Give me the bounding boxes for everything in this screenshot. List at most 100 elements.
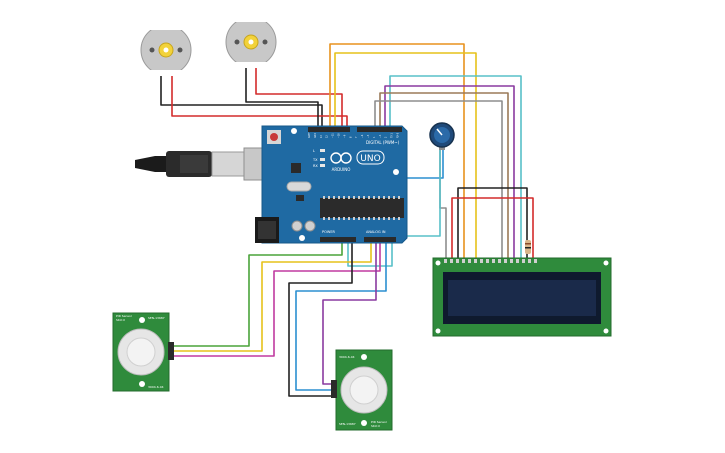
digital-header-right	[357, 127, 402, 132]
wire-yellow-lcd	[334, 52, 477, 259]
mount-hole	[393, 169, 399, 175]
pir-right-part: SEN-13687	[339, 422, 356, 426]
pir-left-wire-yellow	[173, 243, 372, 352]
pin-label-digital: RX 0	[397, 132, 400, 138]
led-l	[320, 149, 325, 152]
pin-label-digital: ~9	[343, 134, 346, 138]
reset-button-cap[interactable]	[270, 133, 278, 141]
usb-plug-metal	[211, 151, 245, 177]
regulator	[296, 195, 304, 201]
pir-left-wire-magenta	[173, 243, 381, 357]
motor2-shaft	[248, 39, 254, 45]
dc-motor-icon	[225, 16, 277, 68]
motor2-flat-bottom	[229, 62, 273, 68]
resistor-band	[525, 247, 531, 249]
pir-right-wire-blue	[295, 243, 387, 391]
pir-right-hole	[361, 420, 367, 426]
digital-header-label: DIGITAL (PWM~)	[366, 140, 400, 145]
power-jack-inner	[258, 221, 276, 239]
atmega-chip	[320, 198, 404, 218]
pir-left-hole	[139, 381, 145, 387]
arduino-logo	[330, 152, 352, 164]
pir-right-part2: 3904-6-04	[339, 355, 355, 359]
pir-left-connector	[168, 342, 174, 360]
motor1-flat-bottom	[144, 70, 188, 76]
usb-chip	[291, 163, 301, 173]
analog-header-label: ANALOG IN	[366, 230, 386, 234]
lcd-screen	[448, 280, 596, 316]
wire-black-lcd-gnd	[457, 187, 528, 259]
wire-orange-lcd	[329, 43, 465, 259]
led-tx-label: TX	[312, 158, 318, 162]
led-l-label: L	[313, 149, 315, 153]
pir-left-hole	[139, 317, 145, 323]
motor1-wire-red	[171, 74, 348, 126]
pir-right-hole	[361, 354, 367, 360]
wire-red-lcd-vcc	[451, 197, 534, 259]
pin-label-digital: AREF	[308, 132, 311, 138]
pin-label-digital: ~10	[338, 133, 341, 138]
pir-right-subtitle: SKU:X	[371, 424, 380, 428]
pin-label-digital: TX 1	[391, 132, 394, 138]
usb-cable-strain	[135, 156, 168, 172]
motor2-screw-left	[234, 39, 240, 45]
pin-label-digital: ~3	[379, 134, 382, 138]
power-header-label: POWER	[322, 230, 336, 234]
power-header	[320, 237, 356, 242]
lcd-mount-hole	[603, 260, 609, 266]
pir-right-title: PIR Sensor	[371, 420, 388, 424]
pir-left-part2: 3904-6-04	[148, 385, 164, 389]
pin-label-digital: 4	[373, 136, 376, 138]
resistor-band	[525, 243, 531, 245]
led-rx	[320, 164, 325, 167]
digital-header-left	[308, 127, 350, 132]
motor2-wire-red	[255, 62, 343, 126]
pir-left-wire-green	[173, 243, 343, 347]
lcd-mount-hole	[603, 328, 609, 334]
chip-pins	[323, 196, 400, 220]
arduino-uno-board: DIGITAL (PWM~) UNO ARDUINO TX RX L POWER	[255, 125, 408, 244]
pir-right-dome-inner	[349, 375, 379, 405]
lcd-display	[432, 240, 612, 337]
capacitor	[291, 220, 303, 232]
lcd-mount-hole	[435, 328, 441, 334]
pir-right-connector	[331, 380, 337, 398]
motor1-flat-top	[144, 24, 188, 30]
motor1-screw-left	[149, 47, 155, 53]
wire-purple-lcd	[384, 85, 515, 259]
pir-right-wire-purple	[322, 243, 377, 385]
motor2-screw-right	[262, 39, 268, 45]
pir-sensor-left: PIR Sensor SKU:X SEN-13687 3904-6-04	[112, 312, 174, 392]
mount-hole	[291, 128, 297, 134]
pir-right-wire-black	[288, 243, 353, 397]
pir-sensor-right: 3904-6-04 SEN-13687 PIR Sensor SKU:X	[331, 349, 393, 431]
motor1-shaft	[163, 47, 169, 53]
pir-left-part: SEN-13687	[148, 316, 165, 320]
pin-label-digital: ~6	[361, 134, 364, 138]
led-tx	[320, 158, 325, 161]
pot-indicator	[436, 128, 443, 136]
led-rx-label: RX	[313, 164, 318, 168]
wire-gray-lcd	[374, 100, 503, 259]
pin-label-digital: 2	[385, 136, 388, 138]
pin-label-digital: 8	[349, 136, 352, 138]
pin-label-digital: 12	[326, 135, 329, 138]
pin-label-digital: ~5	[367, 134, 370, 138]
pin-label-digital: GND	[314, 133, 317, 138]
motor1-screw-right	[177, 47, 183, 53]
lcd-mount-hole	[435, 260, 441, 266]
wire-brown-lcd	[379, 92, 509, 259]
usb-plug-grip	[180, 155, 208, 173]
analog-header	[364, 237, 396, 242]
arduino-label: ARDUINO	[332, 167, 351, 172]
pir-left-dome-inner	[126, 337, 156, 367]
pin-label-digital: ~11	[332, 133, 335, 138]
dc-motor-icon	[140, 24, 192, 76]
motor1-wire-black	[160, 74, 323, 126]
uno-badge	[356, 150, 385, 165]
potentiometer-icon[interactable]	[429, 122, 455, 150]
pir-left-subtitle: SKU:X	[116, 318, 125, 322]
mount-hole	[299, 235, 305, 241]
lcd-pins	[444, 259, 537, 263]
